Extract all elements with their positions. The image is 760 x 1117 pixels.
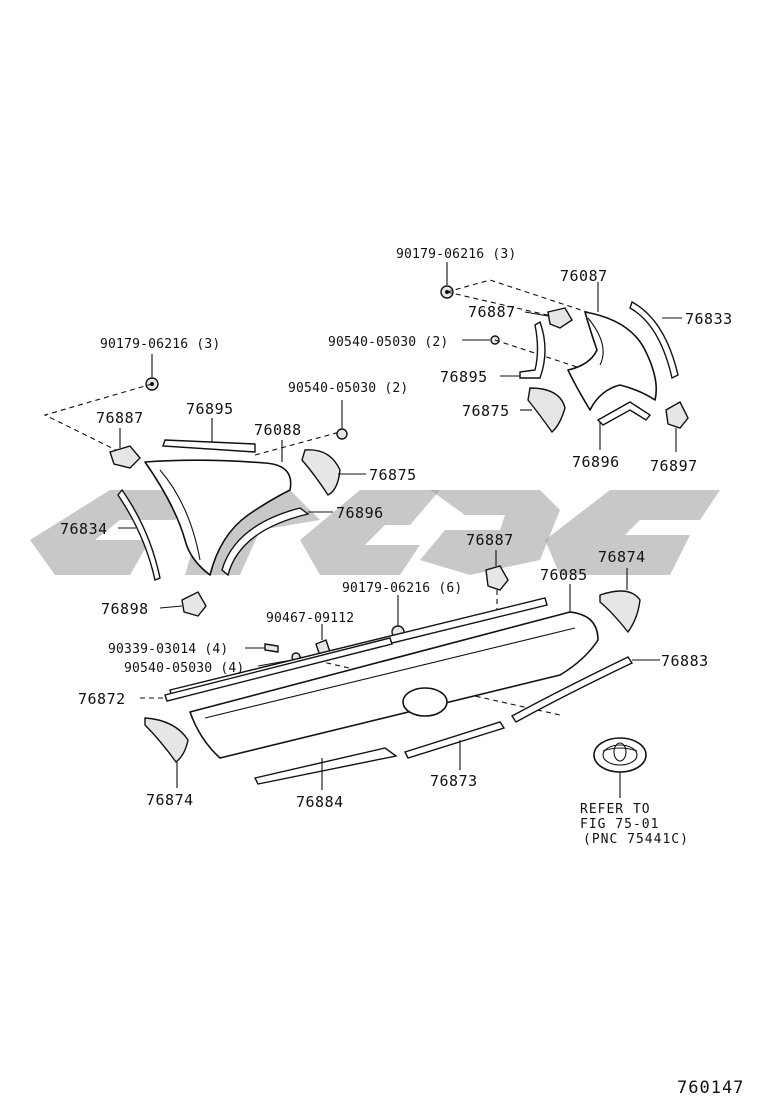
bracket-76887-top bbox=[547, 307, 573, 329]
label-76896-left: 76896 bbox=[336, 504, 384, 522]
label-76887-top: 76887 bbox=[468, 303, 516, 321]
figure-number: 760147 bbox=[677, 1078, 744, 1098]
label-76087: 76087 bbox=[560, 267, 608, 285]
label-76875-left: 76875 bbox=[369, 466, 417, 484]
label-90179-left: 90179-06216 (3) bbox=[100, 337, 220, 352]
moulding-76896-right bbox=[596, 401, 652, 426]
moulding-76883 bbox=[510, 656, 634, 723]
label-76834: 76834 bbox=[60, 520, 108, 538]
bracket-76887-center bbox=[485, 565, 509, 591]
seal-76834 bbox=[117, 488, 161, 581]
reference-line-1: REFER TO bbox=[580, 802, 651, 817]
emblem-icon bbox=[593, 737, 647, 773]
bracket-76897 bbox=[665, 401, 689, 429]
label-90179-top: 90179-06216 (3) bbox=[396, 247, 516, 262]
label-76884: 76884 bbox=[296, 793, 344, 811]
upper-right-assembly bbox=[440, 262, 689, 452]
label-90540-mid: 90540-05030 (2) bbox=[288, 381, 408, 396]
label-76887-center: 76887 bbox=[466, 531, 514, 549]
moulding-76895-left bbox=[162, 439, 256, 453]
cover-76875-right bbox=[527, 387, 566, 434]
garnish-76088 bbox=[144, 459, 292, 576]
lower-assembly bbox=[140, 550, 660, 798]
label-90179-center: 90179-06216 (6) bbox=[342, 581, 462, 596]
label-76896-right: 76896 bbox=[572, 453, 620, 471]
label-90540-bottom: 90540-05030 (4) bbox=[124, 661, 244, 676]
part-labels: 90179-06216 (3) 76087 76887 76833 90540-… bbox=[60, 247, 733, 811]
label-76874-left: 76874 bbox=[146, 791, 194, 809]
label-90339: 90339-03014 (4) bbox=[108, 642, 228, 657]
label-76874-right: 76874 bbox=[598, 548, 646, 566]
label-76085: 76085 bbox=[540, 566, 588, 584]
nut-90540-mid bbox=[336, 428, 348, 440]
label-76895-right: 76895 bbox=[440, 368, 488, 386]
label-76873: 76873 bbox=[430, 772, 478, 790]
label-76088: 76088 bbox=[254, 421, 302, 439]
label-76898: 76898 bbox=[101, 600, 149, 618]
screw-90339 bbox=[264, 643, 279, 653]
label-76887-left: 76887 bbox=[96, 409, 144, 427]
cover-76874-left bbox=[144, 717, 189, 763]
cover-76875-left bbox=[301, 449, 341, 496]
reference-line-2: FIG 75-01 bbox=[580, 817, 659, 832]
clip-90179-left bbox=[145, 354, 159, 391]
label-76895-left: 76895 bbox=[186, 400, 234, 418]
moulding-76872 bbox=[164, 637, 393, 702]
moulding-76895-right bbox=[519, 320, 546, 379]
seal-76833 bbox=[629, 300, 679, 380]
label-76833: 76833 bbox=[685, 310, 733, 328]
garnish-76085 bbox=[189, 611, 599, 759]
label-76875-right: 76875 bbox=[462, 402, 510, 420]
label-90540-top: 90540-05030 (2) bbox=[328, 335, 448, 350]
moulding-76896-left bbox=[221, 507, 310, 577]
label-76897: 76897 bbox=[650, 457, 698, 475]
bracket-76898 bbox=[181, 591, 207, 617]
garnish-76087 bbox=[567, 311, 658, 411]
label-90467: 90467-09112 bbox=[266, 611, 354, 626]
left-assembly bbox=[43, 354, 366, 617]
label-76883: 76883 bbox=[661, 652, 709, 670]
reference-line-3: (PNC 75441C) bbox=[583, 832, 689, 847]
label-76872: 76872 bbox=[78, 690, 126, 708]
moulding-76873 bbox=[404, 721, 506, 759]
moulding-76884 bbox=[253, 747, 398, 785]
cover-76874-right bbox=[599, 590, 641, 634]
bracket-76887-left bbox=[109, 445, 141, 469]
reference-note: REFER TO FIG 75-01 (PNC 75441C) bbox=[580, 802, 689, 847]
